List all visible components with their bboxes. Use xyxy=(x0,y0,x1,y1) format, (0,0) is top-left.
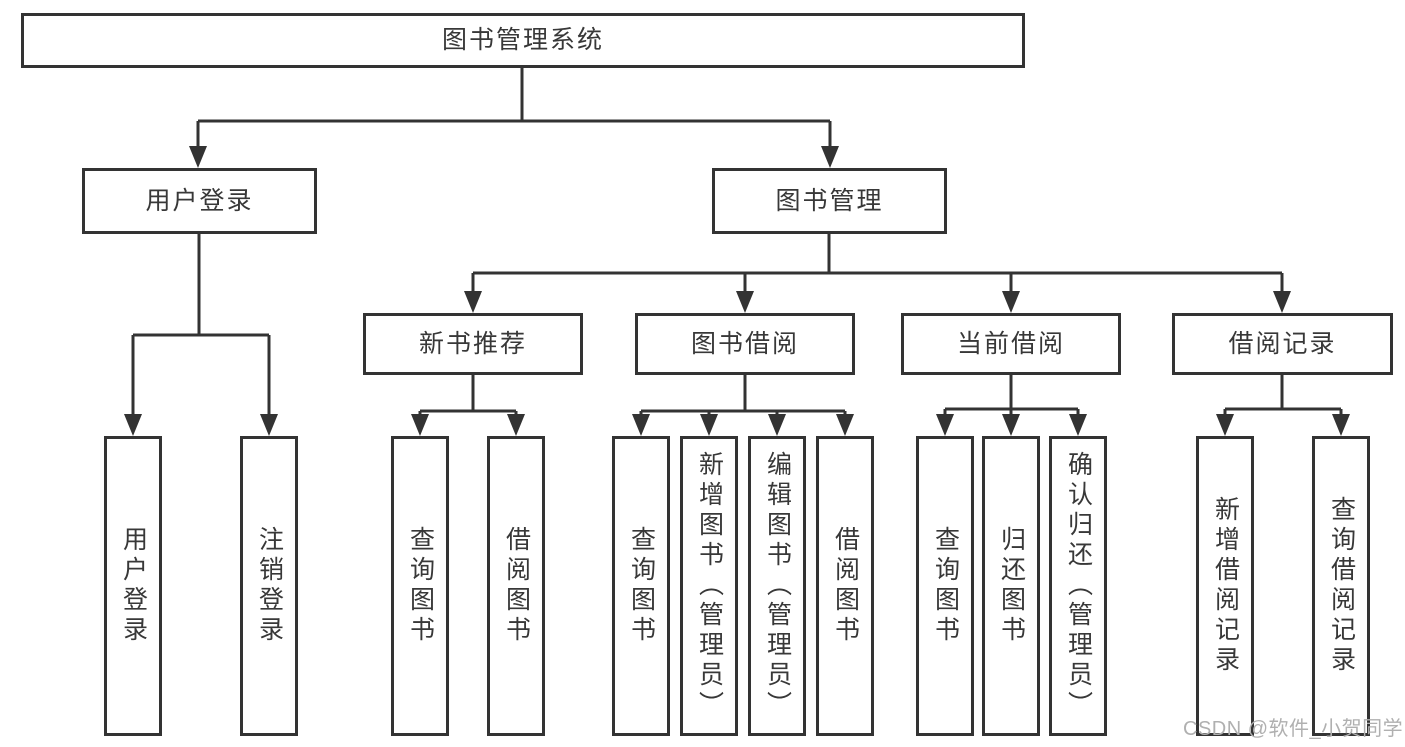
node-label: 新书推荐 xyxy=(418,329,527,358)
leaf-label: 新增借阅记录 xyxy=(1211,496,1240,676)
arrowheads xyxy=(124,146,1350,436)
node-current-borrowing: 当前借阅 xyxy=(901,313,1121,375)
leaf-bb-edit-books-admin: 编辑图书（管理员） xyxy=(748,436,806,736)
leaf-label: 归还图书 xyxy=(997,526,1026,646)
node-new-book-recommendation: 新书推荐 xyxy=(363,313,583,375)
leaf-label: 新增图书（管理员） xyxy=(695,451,724,721)
node-borrowing-records: 借阅记录 xyxy=(1172,313,1393,375)
node-label: 当前借阅 xyxy=(956,329,1065,358)
leaf-bb-borrow-books: 借阅图书 xyxy=(816,436,874,736)
leaf-label: 查询图书 xyxy=(406,526,435,646)
leaf-logout: 注销登录 xyxy=(240,436,298,736)
leaf-label: 查询图书 xyxy=(931,526,960,646)
node-user-login: 用户登录 xyxy=(82,168,317,234)
leaf-label: 查询借阅记录 xyxy=(1327,496,1356,676)
leaf-cb-return-books: 归还图书 xyxy=(982,436,1040,736)
leaf-cb-query-books: 查询图书 xyxy=(916,436,974,736)
leaf-label: 借阅图书 xyxy=(831,526,860,646)
leaf-cb-confirm-return-admin: 确认归还（管理员） xyxy=(1049,436,1107,736)
node-label: 图书管理系统 xyxy=(441,26,604,54)
leaf-label: 用户登录 xyxy=(119,526,148,646)
node-label: 借阅记录 xyxy=(1228,329,1337,358)
node-label: 图书管理 xyxy=(775,186,884,215)
leaf-nb-borrow-books: 借阅图书 xyxy=(487,436,545,736)
leaf-label: 确认归还（管理员） xyxy=(1064,451,1093,721)
leaf-label: 借阅图书 xyxy=(502,526,531,646)
leaf-nb-query-books: 查询图书 xyxy=(391,436,449,736)
node-book-borrowing: 图书借阅 xyxy=(635,313,855,375)
watermark-csdn: CSDN @软件_小贺同学 xyxy=(1183,718,1404,740)
leaf-bb-query-books: 查询图书 xyxy=(612,436,670,736)
leaf-label: 编辑图书（管理员） xyxy=(763,451,792,721)
leaf-br-add-record: 新增借阅记录 xyxy=(1196,436,1254,736)
leaf-label: 注销登录 xyxy=(255,526,284,646)
node-book-management: 图书管理 xyxy=(712,168,947,234)
leaf-label: 查询图书 xyxy=(627,526,656,646)
node-label: 用户登录 xyxy=(145,186,254,215)
leaf-user-login: 用户登录 xyxy=(104,436,162,736)
leaf-bb-add-books-admin: 新增图书（管理员） xyxy=(680,436,738,736)
leaf-br-query-record: 查询借阅记录 xyxy=(1312,436,1370,736)
node-library-management-system: 图书管理系统 xyxy=(21,13,1025,68)
node-label: 图书借阅 xyxy=(690,329,799,358)
